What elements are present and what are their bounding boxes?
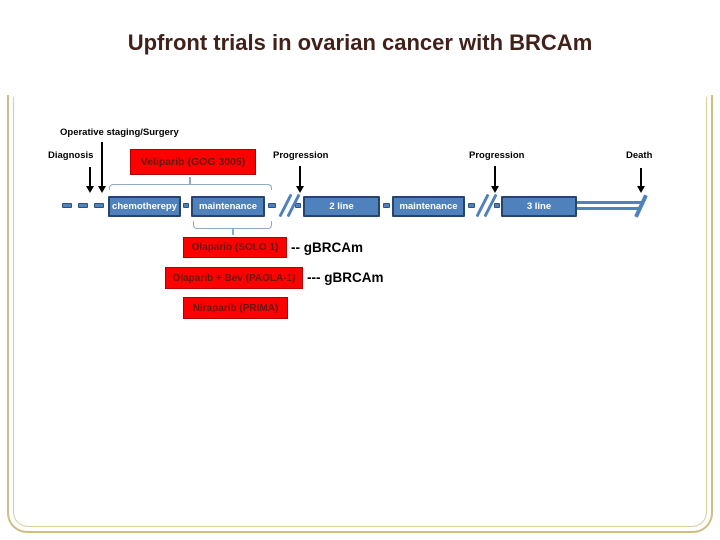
label-death: Death (626, 150, 653, 161)
paola1-gbrcam-note: --- gBRCAm (307, 270, 384, 285)
timeline-box-maintenance-1: maintenance (191, 196, 265, 217)
timeline-dash (494, 203, 500, 208)
slide-title: Upfront trials in ovarian cancer with BR… (127, 30, 593, 55)
timeline-box-chemotherapy: chemotherepy (108, 196, 181, 217)
trial-box-veliparib-gog3005: Veliparib (GOG 3005) (130, 149, 256, 175)
veliparib-span-bracket (109, 184, 272, 190)
timeline-box-3rd-line: 3 line (501, 196, 577, 217)
timeline-dash (468, 203, 475, 208)
death-down-arrow-icon (636, 168, 646, 193)
veliparib-span-bracket-tick (189, 177, 191, 185)
slide-border-frame-inner (13, 97, 707, 527)
timeline-dash (268, 203, 276, 208)
label-progression-1: Progression (273, 150, 329, 161)
operative-staging-down-arrow-icon (97, 142, 107, 193)
slide-border-frame-outer (7, 95, 713, 533)
label-operative-staging: Operative staging/Surgery (60, 127, 179, 138)
trial-box-olaparib-solo1: Olaparib (SOLO 1) (183, 237, 287, 258)
timeline-dash (383, 203, 390, 208)
timeline-dash (94, 203, 104, 208)
solo1-gbrcam-note: -- gBRCAm (291, 240, 363, 255)
trial-box-olaparib-bev-paola1: Olaparib + Bev (PAOLA-1) (165, 267, 303, 289)
maintenance-span-bracket-tick (232, 229, 234, 235)
timeline-box-maintenance-2: maintenance (392, 196, 465, 217)
trial-box-niraparib-prima: Niraparib (PRIMA) (183, 297, 288, 319)
label-diagnosis: Diagnosis (48, 150, 94, 161)
timeline-dash (62, 203, 72, 208)
label-progression-2: Progression (469, 150, 525, 161)
diagnosis-down-arrow-icon (85, 167, 95, 193)
timeline-end-line (577, 201, 641, 204)
timeline-dash (78, 203, 88, 208)
maintenance-span-bracket (193, 221, 272, 229)
progression-1-down-arrow-icon (295, 166, 305, 193)
timeline-dash (295, 203, 301, 208)
timeline-end-line (577, 207, 641, 210)
timeline-dash (183, 203, 189, 208)
progression-2-down-arrow-icon (490, 166, 500, 193)
timeline-box-2nd-line: 2 line (303, 196, 380, 217)
